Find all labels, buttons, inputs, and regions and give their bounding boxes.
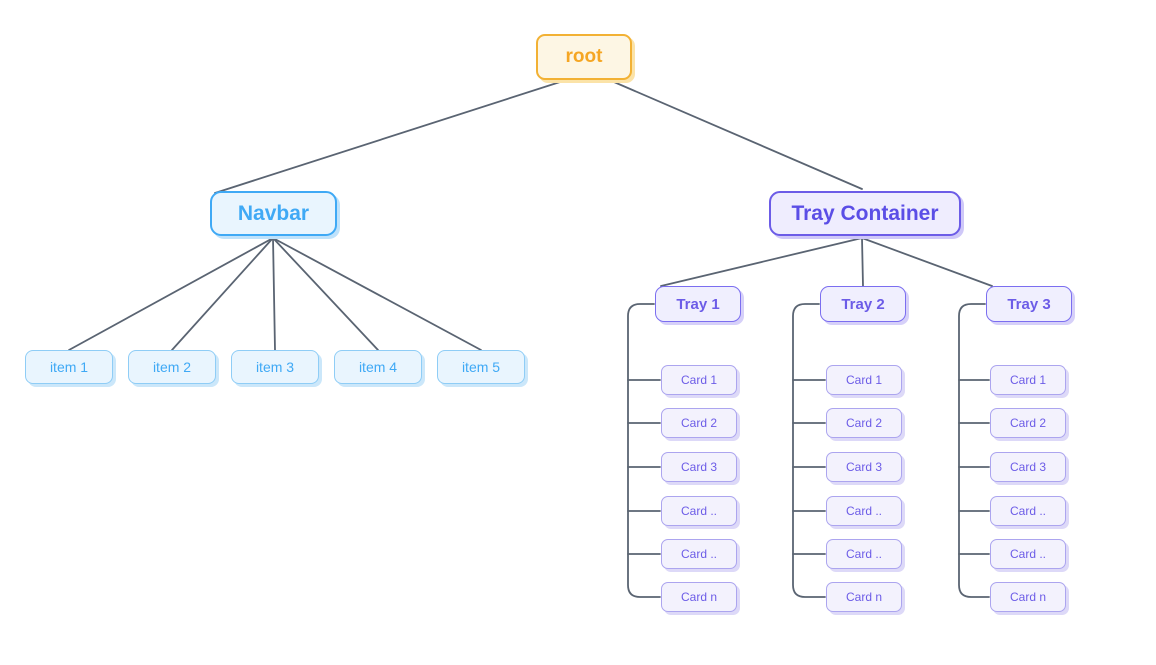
node-card-label: Card 2 [1009, 416, 1047, 430]
edge-navbar-to-item-1 [68, 237, 274, 351]
node-card-label: Card .. [1009, 547, 1046, 561]
node-tray-2-card-4[interactable]: Card .. [826, 496, 902, 526]
node-navbar-item-2[interactable]: item 2 [128, 350, 216, 384]
node-tray-2-card-6[interactable]: Card n [826, 582, 902, 612]
node-card-label: Card n [1009, 590, 1047, 604]
node-navbar[interactable]: Navbar [210, 191, 337, 236]
node-navbar-item-4[interactable]: item 4 [334, 350, 422, 384]
node-tray-1-card-5[interactable]: Card .. [661, 539, 737, 569]
node-card-label: Card 1 [845, 373, 883, 387]
node-card-label: Card 1 [680, 373, 718, 387]
node-tray-label: Tray 1 [676, 295, 720, 313]
node-card-label: Card 2 [845, 416, 883, 430]
node-tray-2-card-3[interactable]: Card 3 [826, 452, 902, 482]
edge-navbar-to-item-5 [272, 237, 482, 351]
node-navbar-item-3[interactable]: item 3 [231, 350, 319, 384]
node-card-label: Card 3 [1009, 460, 1047, 474]
node-tray-label: Tray 2 [841, 295, 885, 313]
edge-tray-container-to-tray-3 [861, 237, 993, 287]
edge-root-to-tray-container [613, 81, 863, 190]
node-tray-3-card-5[interactable]: Card .. [990, 539, 1066, 569]
node-card-label: Card 1 [1009, 373, 1047, 387]
node-tray-3-card-1[interactable]: Card 1 [990, 365, 1066, 395]
edge-tray-container-to-tray-1 [660, 237, 863, 287]
node-tray-2-card-1[interactable]: Card 1 [826, 365, 902, 395]
edge-tray-container-to-tray-2 [861, 237, 864, 287]
node-navbar-item-label: item 3 [255, 359, 295, 375]
node-tray-3[interactable]: Tray 3 [986, 286, 1072, 322]
node-card-label: Card .. [845, 547, 882, 561]
node-tray-1-card-4[interactable]: Card .. [661, 496, 737, 526]
node-card-label: Card .. [680, 547, 717, 561]
node-tray-3-card-2[interactable]: Card 2 [990, 408, 1066, 438]
node-navbar-item-label: item 4 [358, 359, 398, 375]
edge-navbar-to-item-2 [171, 237, 274, 351]
node-tray-container[interactable]: Tray Container [769, 191, 961, 236]
node-tray-3-card-3[interactable]: Card 3 [990, 452, 1066, 482]
node-navbar-item-label: item 2 [152, 359, 192, 375]
node-tray-2[interactable]: Tray 2 [820, 286, 906, 322]
node-card-label: Card .. [845, 504, 882, 518]
node-navbar-item-5[interactable]: item 5 [437, 350, 525, 384]
node-navbar-label: Navbar [237, 201, 310, 225]
node-card-label: Card 3 [680, 460, 718, 474]
node-card-label: Card .. [1009, 504, 1046, 518]
edge-navbar-to-item-3 [272, 237, 276, 351]
edge-tray-1-spine [627, 303, 661, 598]
node-navbar-item-label: item 1 [49, 359, 89, 375]
edge-tray-2-spine [792, 303, 826, 598]
node-card-label: Card .. [680, 504, 717, 518]
node-tray-2-card-5[interactable]: Card .. [826, 539, 902, 569]
node-navbar-item-label: item 5 [461, 359, 501, 375]
node-tray-1-card-2[interactable]: Card 2 [661, 408, 737, 438]
edge-navbar-to-item-4 [272, 237, 379, 351]
node-tray-3-card-6[interactable]: Card n [990, 582, 1066, 612]
edge-root-to-navbar [214, 81, 561, 194]
node-tray-1-card-6[interactable]: Card n [661, 582, 737, 612]
edge-tray-3-spine [958, 303, 990, 598]
node-tray-label: Tray 3 [1007, 295, 1051, 313]
node-card-label: Card 3 [845, 460, 883, 474]
node-navbar-item-1[interactable]: item 1 [25, 350, 113, 384]
node-tray-3-card-4[interactable]: Card .. [990, 496, 1066, 526]
node-card-label: Card 2 [680, 416, 718, 430]
node-tray-1[interactable]: Tray 1 [655, 286, 741, 322]
node-tray-1-card-3[interactable]: Card 3 [661, 452, 737, 482]
node-root[interactable]: root [536, 34, 632, 80]
node-tray-container-label: Tray Container [791, 201, 939, 225]
node-card-label: Card n [680, 590, 718, 604]
node-card-label: Card n [845, 590, 883, 604]
node-tray-1-card-1[interactable]: Card 1 [661, 365, 737, 395]
node-tray-2-card-2[interactable]: Card 2 [826, 408, 902, 438]
node-root-label: root [565, 46, 603, 67]
